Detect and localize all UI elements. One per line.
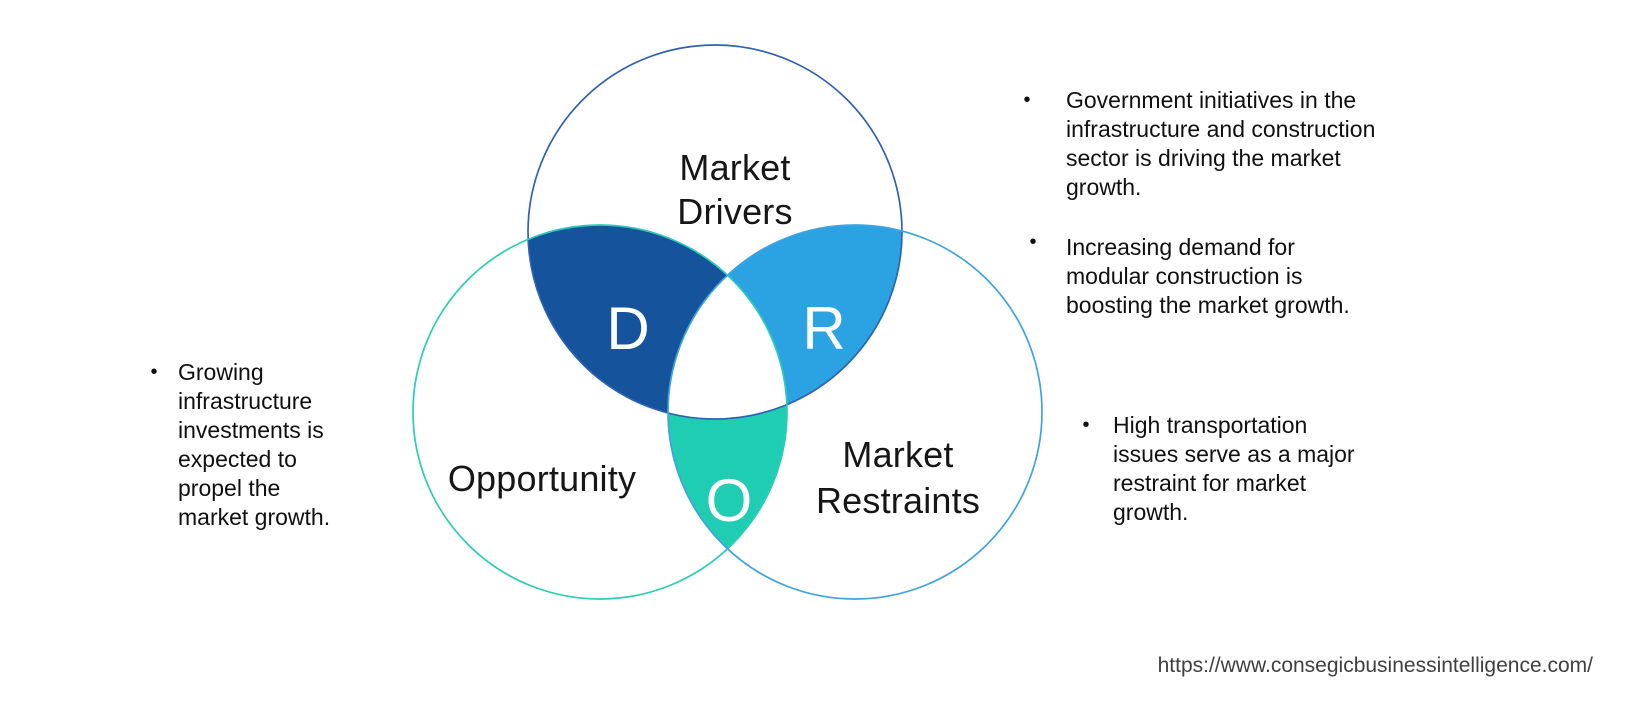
restraint-note: • High transportation issues serve as a …	[1081, 411, 1355, 527]
text-line: restraint for market	[1113, 470, 1306, 496]
drivers-circle-outline	[527, 44, 903, 420]
text-line: sector is driving the market	[1066, 145, 1341, 171]
text-line: boosting the market growth.	[1066, 292, 1350, 318]
driver-note-2: • Increasing demand for modular construc…	[1028, 231, 1350, 320]
text-line: Increasing demand for	[1066, 234, 1295, 260]
restraints-circle-label: Market Restraints	[768, 432, 1028, 524]
drivers-lens-letter: D	[606, 294, 650, 362]
text-line: growth.	[1066, 174, 1142, 200]
restraints-label-line2: Restraints	[815, 480, 981, 521]
bullet-icon: •	[150, 361, 158, 383]
bullet-icon: •	[1029, 231, 1037, 253]
text-line: growth.	[1113, 499, 1189, 525]
driver-note-1: • Government initiatives in the infrastr…	[1022, 86, 1375, 202]
bullet-icon: •	[1023, 89, 1031, 111]
drivers-label-line1: Market	[679, 147, 791, 188]
restraints-label-line1: Market	[842, 434, 954, 475]
driver-note-1-text: Government initiatives in the infrastruc…	[1066, 86, 1375, 202]
text-line: investments is	[178, 417, 324, 443]
opportunity-label-line1: Opportunity	[447, 458, 637, 499]
opportunity-circle-outline	[412, 224, 788, 600]
restraints-lens-letter: R	[802, 294, 846, 362]
text-line: propel the	[178, 475, 281, 501]
opportunity-note-text: Growing infrastructure investments is ex…	[178, 358, 330, 532]
text-line: infrastructure	[178, 388, 313, 414]
bullet-icon: •	[1082, 414, 1090, 436]
text-line: market growth.	[178, 504, 331, 530]
restraint-note-text: High transportation issues serve as a ma…	[1113, 411, 1355, 527]
source-url: https://www.consegicbusinessintelligence…	[1157, 654, 1593, 677]
opportunity-lens-letter: O	[705, 466, 753, 534]
drivers-label-line2: Drivers	[677, 191, 793, 232]
opportunity-note: • Growing infrastructure investments is …	[149, 358, 330, 532]
text-line: issues serve as a major	[1113, 441, 1355, 467]
driver-note-2-text: Increasing demand for modular constructi…	[1066, 233, 1350, 320]
text-line: Growing	[178, 359, 264, 385]
text-line: modular construction is	[1066, 263, 1303, 289]
text-line: High transportation	[1113, 412, 1308, 438]
text-line: infrastructure and construction	[1066, 116, 1376, 142]
drivers-circle-label: Market Drivers	[635, 146, 835, 234]
opportunity-circle-label: Opportunity	[412, 457, 672, 501]
text-line: Government initiatives in the	[1066, 87, 1357, 113]
text-line: expected to	[178, 446, 297, 472]
restraints-circle-outline	[667, 224, 1043, 600]
